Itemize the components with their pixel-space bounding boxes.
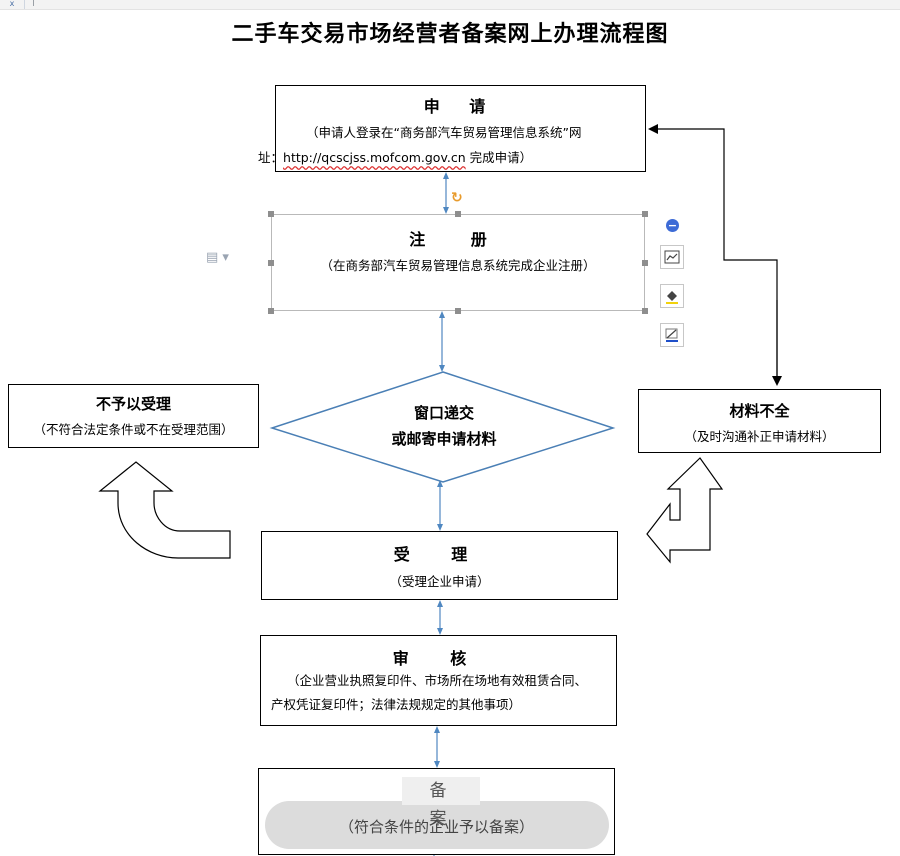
record-highlight — [265, 801, 609, 849]
uturn-arrow-left — [98, 461, 231, 559]
record-desc: （符合条件的企业予以备案） — [338, 818, 534, 836]
collapse-icon[interactable]: − — [666, 219, 679, 232]
accept-box: 受 理 （受理企业申请） — [261, 531, 618, 600]
resize-handle[interactable] — [642, 211, 648, 217]
record-heading: 备 案 — [402, 777, 480, 829]
reject-heading: 不予以受理 — [95, 395, 171, 413]
incomplete-box: 材料不全 （及时沟通补正申请材料） — [638, 389, 881, 453]
review-desc: （企业营业执照复印件、市场所在场地有效租赁合同、 产权凭证复印件；法律法规规定的… — [261, 669, 616, 717]
resize-handle[interactable] — [642, 260, 648, 266]
review-desc-line1: （企业营业执照复印件、市场所在场地有效租赁合同、 — [287, 673, 588, 688]
apply-desc-prefix: 址： — [258, 150, 284, 165]
reject-box: 不予以受理 （不符合法定条件或不在受理范围） — [8, 384, 259, 448]
apply-desc-suffix: 完成申请） — [469, 150, 533, 165]
document-icon[interactable]: ▤ ▾ — [206, 250, 229, 265]
bent-arrow-right — [646, 457, 724, 564]
register-desc: （在商务部汽车贸易管理信息系统完成企业注册） — [320, 258, 596, 273]
review-heading: 审 核 — [392, 649, 485, 668]
register-heading: 注 册 — [409, 230, 507, 249]
accept-desc: （受理企业申请） — [389, 574, 490, 589]
resize-handle[interactable] — [268, 308, 274, 314]
accept-heading: 受 理 — [393, 545, 486, 564]
layout-icon[interactable] — [660, 245, 684, 269]
page-title: 二手车交易市场经营者备案网上办理流程图 — [231, 21, 669, 47]
system-url-link[interactable]: http://qcscjss.mofcom.gov.cn — [283, 150, 466, 165]
ruler-tick — [33, 0, 34, 6]
reject-desc: （不符合法定条件或不在受理范围） — [33, 422, 234, 437]
apply-desc-line1: （申请人登录在“商务部汽车贸易管理信息系统”网 — [306, 125, 582, 140]
incomplete-heading: 材料不全 — [729, 402, 790, 420]
rotate-icon[interactable]: ↻ — [451, 190, 463, 206]
review-desc-line2: 产权凭证复印件；法律法规规定的其他事项） — [271, 697, 522, 712]
close-tab-icon[interactable]: x — [0, 0, 25, 9]
resize-handle[interactable] — [455, 308, 461, 314]
submit-line1: 窗口递交 — [413, 404, 474, 422]
apply-heading: 申 请 — [423, 97, 498, 116]
record-box: 备 案 （符合条件的企业予以备案） — [258, 768, 615, 855]
resize-handle[interactable] — [642, 308, 648, 314]
fill-icon[interactable] — [660, 284, 684, 308]
register-box[interactable]: 注 册 （在商务部汽车贸易管理信息系统完成企业注册） — [271, 214, 645, 311]
resize-handle[interactable] — [268, 211, 274, 217]
window-top-bar: x — [0, 0, 900, 10]
outline-icon[interactable] — [660, 323, 684, 347]
review-box: 审 核 （企业营业执照复印件、市场所在场地有效租赁合同、 产权凭证复印件；法律法… — [260, 635, 617, 726]
submit-diamond — [269, 371, 616, 483]
incomplete-desc: （及时沟通补正申请材料） — [684, 429, 835, 444]
apply-box: 申 请 （申请人登录在“商务部汽车贸易管理信息系统”网 址：http://qcs… — [258, 85, 646, 172]
submit-line2: 或邮寄申请材料 — [391, 430, 497, 448]
submit-diamond-label: 窗口递交 或邮寄申请材料 — [344, 400, 544, 452]
resize-handle[interactable] — [455, 211, 461, 217]
resize-handle[interactable] — [268, 260, 274, 266]
apply-desc: （申请人登录在“商务部汽车贸易管理信息系统”网 址：http://qcscjss… — [258, 117, 645, 170]
